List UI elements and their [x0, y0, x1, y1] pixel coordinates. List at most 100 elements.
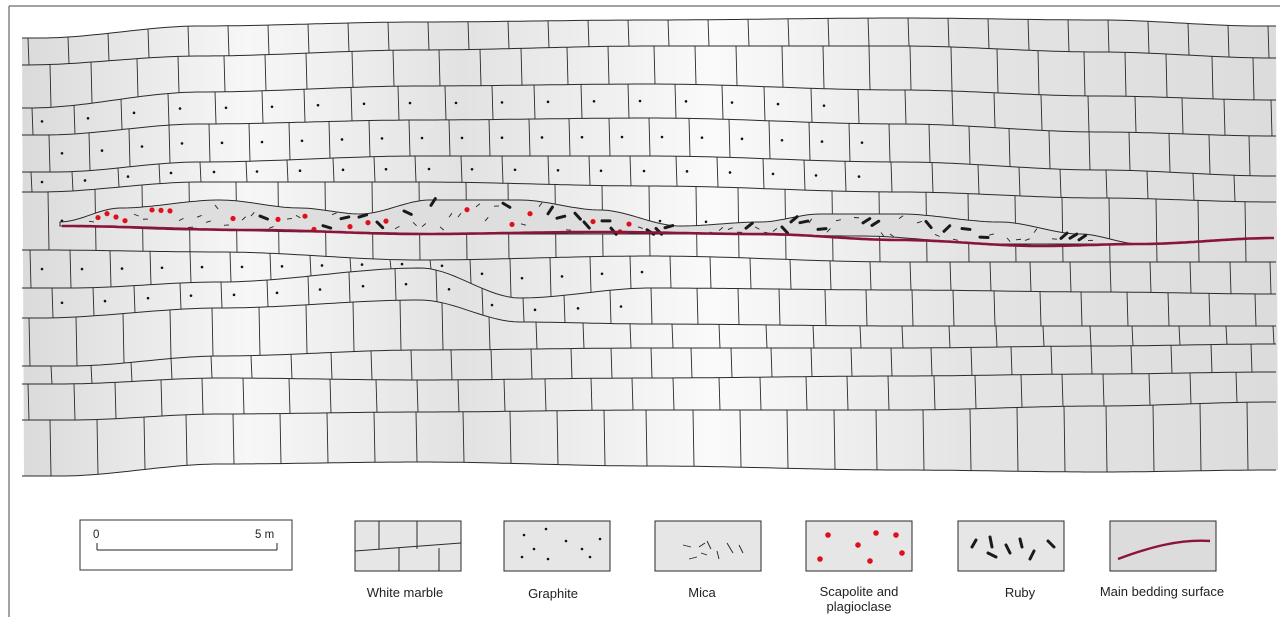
swatch-mica-flake	[700, 552, 708, 556]
joint-line	[1059, 169, 1062, 198]
ruby-crystal	[861, 217, 872, 225]
joint-line	[667, 19, 670, 47]
ruby-crystal	[375, 220, 385, 230]
joint-line	[1199, 403, 1202, 471]
joint-line	[1126, 292, 1129, 327]
mica-flake	[214, 204, 219, 210]
graphite-dot	[341, 168, 345, 172]
legend-swatch-graphite	[503, 520, 611, 572]
joint-line	[848, 123, 851, 162]
joint-line	[30, 171, 33, 193]
joint-line	[288, 122, 291, 160]
joint-line	[865, 289, 868, 326]
scapolite-grain	[113, 214, 119, 220]
graphite-dot	[685, 170, 689, 173]
joint-line	[90, 62, 93, 104]
joint-line	[674, 84, 677, 119]
joint-line	[1155, 198, 1158, 263]
ruby-crystal	[555, 214, 567, 220]
joint-line	[890, 161, 893, 192]
scapolite-grain	[347, 224, 353, 230]
graphite-dot	[300, 139, 304, 143]
joint-line	[829, 260, 832, 290]
mica-flake	[133, 213, 139, 217]
joint-line	[1197, 200, 1200, 263]
graphite-dot	[178, 107, 182, 110]
joint-line	[397, 86, 400, 121]
graphite-dot	[500, 136, 504, 140]
joint-line	[931, 162, 934, 193]
joint-line	[122, 313, 125, 364]
graphite-dot	[316, 103, 320, 107]
joint-line	[1050, 346, 1053, 375]
legend-swatch-scapolite	[805, 520, 913, 572]
graphite-dot	[580, 135, 584, 139]
joint-line	[1016, 407, 1019, 472]
scapolite-grain	[509, 221, 515, 228]
joint-line	[535, 322, 538, 350]
joint-line	[759, 377, 762, 411]
joint-line	[1107, 20, 1110, 53]
joint-line	[650, 347, 653, 379]
joint-line	[627, 84, 630, 119]
joint-line	[1152, 405, 1155, 472]
graphite-dot	[814, 174, 818, 177]
joint-line	[187, 26, 190, 57]
graphite-dot	[546, 100, 550, 104]
joint-line	[1168, 133, 1171, 173]
joint-line	[947, 18, 950, 47]
joint-line	[603, 410, 606, 466]
joint-line	[1254, 293, 1257, 327]
mica-flake	[286, 218, 293, 220]
mica-flake	[295, 215, 301, 219]
mica-flake	[205, 220, 211, 223]
mica-flake	[538, 202, 543, 207]
graphite-dot	[361, 284, 365, 288]
mica-flake	[727, 227, 733, 230]
joint-line	[739, 409, 742, 468]
joint-line	[1189, 261, 1192, 294]
scapolite-grain	[95, 214, 101, 221]
joint-line	[653, 45, 656, 85]
graphite-dot	[384, 167, 388, 171]
legend-box	[957, 520, 1065, 572]
swatch-scapolite-grain	[899, 550, 905, 556]
ruby-bearing-lens	[59, 197, 1141, 245]
joint-line	[136, 58, 139, 97]
bedding-plane	[22, 117, 1276, 137]
joint-line	[347, 22, 350, 52]
joint-line	[977, 164, 980, 195]
joint-line	[645, 409, 648, 467]
joint-line	[1208, 134, 1211, 175]
joint-line	[675, 156, 678, 187]
legend-label-graphite: Graphite	[528, 586, 578, 601]
joint-line	[307, 24, 310, 54]
joint-line	[810, 88, 813, 123]
joint-line	[587, 20, 590, 47]
ruby-crystal	[744, 221, 754, 230]
legend-swatch-ruby	[957, 520, 1065, 572]
graphite-dot	[447, 287, 451, 291]
graphite-dot	[704, 220, 708, 224]
joint-line	[1039, 291, 1042, 327]
mica-flake	[457, 212, 462, 218]
swatch-ruby-crystal	[1046, 539, 1056, 549]
joint-line	[692, 409, 695, 467]
joint-line	[1010, 346, 1013, 375]
ruby-crystal	[573, 211, 582, 221]
mica-flake	[889, 233, 895, 238]
joint-line	[718, 377, 721, 411]
joint-line	[245, 161, 248, 183]
joint-line	[286, 159, 289, 183]
joint-line	[1102, 373, 1105, 407]
scapolite-grain	[122, 218, 128, 224]
joint-line	[509, 258, 512, 298]
joint-line	[563, 295, 566, 323]
joint-line	[329, 379, 332, 413]
joint-line	[189, 251, 192, 283]
joint-line	[114, 382, 117, 419]
graphite-dot	[638, 99, 642, 103]
joint-line	[75, 316, 78, 366]
graphite-dot	[740, 137, 744, 141]
joint-line	[688, 118, 691, 157]
